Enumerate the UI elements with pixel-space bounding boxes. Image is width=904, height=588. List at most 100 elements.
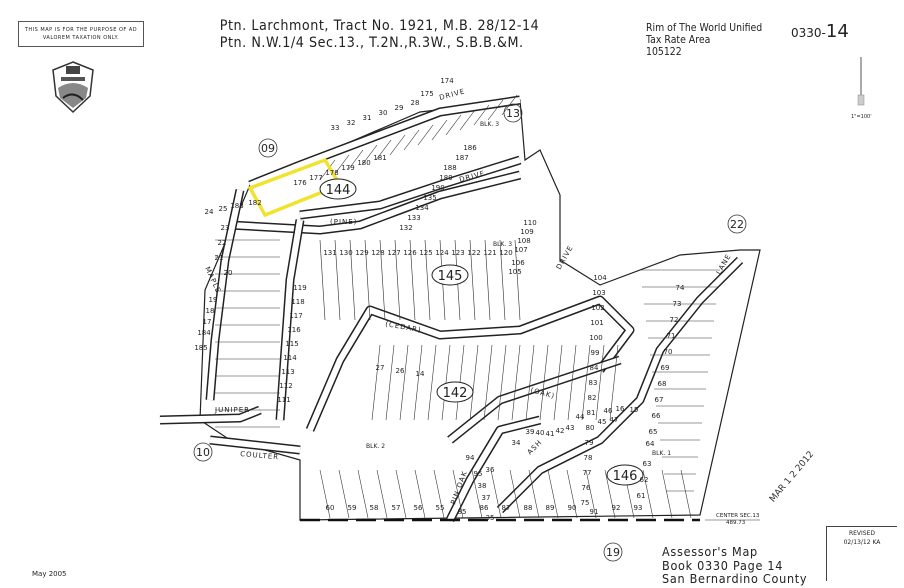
lot-number: 127 [387, 249, 400, 257]
lot-number: 111 [277, 396, 290, 404]
lot-number: 113 [281, 368, 294, 376]
lot-number: 120 [499, 249, 512, 257]
street-label: ASH [526, 438, 544, 456]
lot-number: 37 [482, 494, 491, 502]
lot-number: 42 [556, 427, 565, 435]
lot-number: 103 [592, 289, 605, 297]
lot-number: 62 [640, 476, 649, 484]
footer-line-2: Book 0330 Page 14 [662, 557, 784, 573]
lot-number: 118 [291, 298, 304, 306]
lot-line [357, 469, 369, 519]
lot-number: 104 [593, 274, 607, 282]
lot-number: 82 [588, 394, 597, 402]
lot-number: 102 [591, 304, 604, 312]
lot-number: 180 [357, 159, 370, 167]
road [159, 407, 262, 423]
block-label: BLK. 3 [493, 241, 512, 248]
adjoining-page-number: 22 [730, 218, 744, 231]
lot-number: 61 [637, 492, 646, 500]
lot-line [409, 239, 416, 321]
lot-number: 65 [649, 428, 658, 436]
lot-line [452, 469, 464, 519]
adjoining-page-circle [193, 442, 213, 462]
lot-number: 86 [480, 504, 489, 512]
road [448, 357, 621, 443]
block-oval-number: 144 [326, 183, 351, 198]
lot-number: 19 [209, 296, 218, 304]
block-oval-number: 145 [438, 269, 463, 284]
lot-line [376, 469, 388, 519]
adjoining-page-circle [503, 103, 523, 123]
adjoining-page-number: 13 [506, 107, 520, 120]
lot-number: 55 [436, 504, 445, 512]
lot-number: 29 [395, 104, 404, 112]
title-line-1: Ptn. Larchmont, Tract No. 1921, M.B. 28/… [219, 18, 540, 34]
lot-number: 115 [285, 340, 298, 348]
lot-line [375, 139, 392, 161]
road [209, 437, 301, 453]
lot-line [403, 129, 420, 151]
lot-number: 85 [458, 508, 467, 516]
lot-line [595, 344, 605, 421]
block-oval-number: 142 [443, 386, 468, 401]
lot-line [433, 469, 445, 519]
lot-number: 78 [584, 454, 593, 462]
north-arrow-icon [857, 57, 865, 106]
lot-line [334, 239, 341, 321]
road [207, 189, 243, 401]
lot-line [379, 239, 386, 321]
scale-label: 1"=100' [851, 114, 872, 120]
lot-number: 39 [526, 428, 535, 436]
lot-number: 135 [423, 194, 436, 202]
lot-number: 126 [403, 249, 417, 257]
block-label: BLK. 1 [652, 450, 671, 457]
lot-number: 36 [486, 466, 495, 474]
lot-number: 33 [331, 124, 340, 132]
lot-number: 88 [524, 504, 533, 512]
lot-line [547, 469, 559, 519]
lot-number: 31 [363, 114, 372, 122]
tax-rate-area-value: 105122 [646, 45, 682, 58]
block-label: BLK. 2 [366, 443, 385, 450]
lot-number: 117 [289, 312, 302, 320]
lot-number: 122 [467, 249, 480, 257]
lot-number: 83 [589, 379, 598, 387]
lot-number: 177 [309, 174, 322, 182]
lot-number: 175 [420, 90, 433, 98]
lot-line [585, 469, 597, 519]
tract-boundary [199, 99, 761, 521]
lot-line [490, 469, 502, 519]
adjoining-page-circle [258, 138, 278, 158]
lot-number: 21 [215, 254, 224, 262]
lot-line [528, 469, 540, 519]
block-oval [431, 264, 469, 286]
revised-value: 02/13/12 KA [843, 539, 881, 546]
lot-number: 16 [616, 405, 625, 413]
lot-number: 105 [508, 268, 521, 276]
lot-line [427, 344, 437, 421]
lot-number: 90 [568, 504, 577, 512]
lot-line [371, 344, 381, 421]
lot-number: 77 [583, 469, 592, 477]
adjoining-page-number: 10 [196, 446, 210, 459]
lot-number: 60 [326, 504, 335, 512]
lot-number: 121 [483, 249, 496, 257]
lot-number: 181 [373, 154, 386, 162]
lot-number: 38 [478, 482, 487, 490]
lot-number: 73 [673, 300, 682, 308]
lot-number: 41 [546, 430, 555, 438]
street-label: DRIVE [438, 87, 466, 102]
lot-number: 35 [486, 514, 495, 522]
lot-number: 64 [646, 440, 655, 448]
lot-number: 28 [411, 99, 420, 107]
lot-number: 182 [248, 199, 261, 207]
lot-number: 178 [325, 169, 338, 177]
lot-line [385, 344, 395, 421]
lot-number: 134 [415, 204, 429, 212]
taxation-notice: THIS MAP IS FOR THE PURPOSE OF AD VALORE… [18, 21, 144, 47]
lot-number: 20 [224, 269, 233, 277]
lot-number: 81 [587, 409, 596, 417]
lot-line [483, 344, 493, 421]
lot-number: 92 [612, 504, 621, 512]
block-oval-number: 146 [613, 469, 638, 484]
